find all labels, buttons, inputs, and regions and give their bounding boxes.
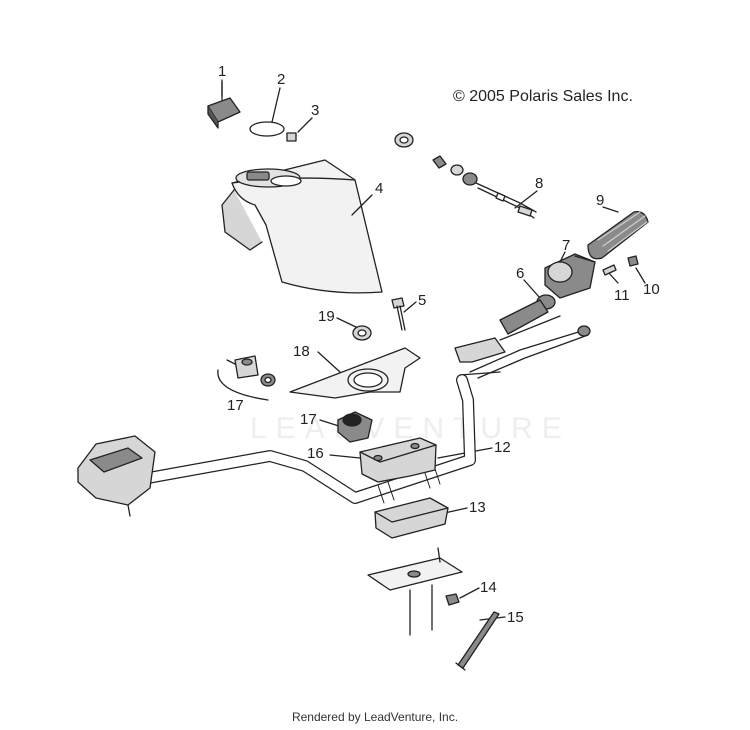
callout-17-right: 17	[300, 411, 317, 428]
part-lower-clamp	[374, 497, 449, 539]
callout-1: 1	[218, 63, 226, 80]
part-steering-plate	[367, 547, 463, 636]
part-washer	[352, 325, 372, 341]
part-upper-clamp	[359, 437, 437, 483]
callout-8: 8	[535, 175, 543, 192]
part-bracket-plate	[289, 347, 421, 399]
part-indicator-left	[217, 355, 276, 401]
part-indicator-right	[337, 411, 373, 443]
callout-7: 7	[562, 237, 570, 254]
part-cable-tie	[455, 611, 500, 671]
part-grip	[587, 211, 649, 260]
callout-6: 6	[516, 265, 524, 282]
callout-5: 5	[418, 292, 426, 309]
part-brake-lever	[454, 299, 591, 379]
callout-2: 2	[277, 71, 285, 88]
part-left-switch-housing	[77, 435, 156, 517]
callout-19: 19	[318, 308, 335, 325]
part-headlight-pod	[221, 159, 383, 294]
part-lock-nut	[445, 593, 460, 606]
part-screw-small	[286, 132, 297, 142]
copyright-notice: © 2005 Polaris Sales Inc.	[453, 88, 633, 105]
callout-4: 4	[375, 180, 383, 197]
footer-credit: Rendered by LeadVenture, Inc.	[291, 710, 459, 724]
part-handlebar	[142, 374, 476, 504]
callout-13: 13	[469, 499, 486, 516]
part-throttle-housing	[544, 253, 596, 299]
part-switch	[207, 81, 241, 129]
callout-9: 9	[596, 192, 604, 209]
callout-17-left: 17	[227, 397, 244, 414]
callout-11: 11	[614, 287, 630, 304]
callout-3: 3	[311, 102, 319, 119]
callout-10: 10	[643, 281, 660, 298]
part-cable-assembly	[394, 132, 537, 219]
callout-18: 18	[293, 343, 310, 360]
part-set-screw	[602, 264, 617, 276]
callout-15: 15	[507, 609, 524, 626]
watermark: LEADVENTURE	[250, 412, 571, 445]
part-bolt	[391, 297, 406, 331]
callout-12: 12	[494, 439, 511, 456]
callout-14: 14	[480, 579, 497, 596]
part-nut	[627, 255, 639, 267]
part-gasket	[249, 121, 285, 137]
callout-labels: 1 2 3 4 5 6 7 8 9 10 11 12 13 14 15 16 1…	[218, 63, 660, 626]
callout-16: 16	[307, 445, 324, 462]
